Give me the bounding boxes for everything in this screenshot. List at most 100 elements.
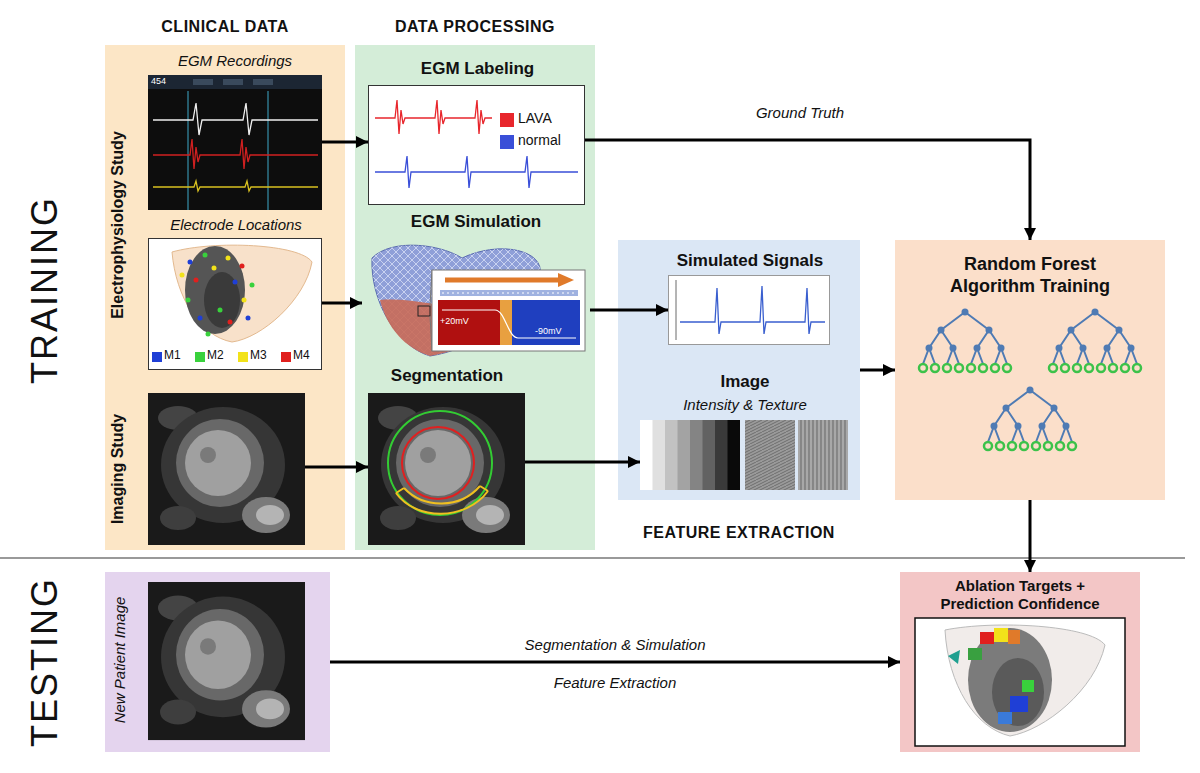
- simulation-heart: [440, 290, 578, 296]
- panel-fill: [105, 572, 330, 752]
- egm-screenshot: [153, 181, 318, 191]
- legend-swatch: [500, 113, 514, 127]
- electrode-heart: [198, 316, 203, 321]
- legend-text: M4: [293, 348, 310, 362]
- node-title: New Patient Image: [111, 597, 129, 724]
- egm-label-traces: [368, 85, 585, 205]
- screen-counter: 454: [151, 76, 181, 87]
- image-features: [715, 420, 728, 490]
- electrode-heart: [204, 272, 240, 328]
- feature-extraction-panel: FEATURE EXTRACTIONSimulated SignalsImage…: [618, 240, 860, 500]
- electrode-heart: [206, 332, 211, 337]
- image-features: [690, 420, 703, 490]
- flow-arrow: [322, 141, 368, 144]
- image-features: [665, 420, 678, 490]
- ablation-map: [980, 632, 994, 644]
- panel-fill: [105, 45, 1165, 752]
- random-forest-panel: Random Forest Algorithm Training: [895, 240, 1165, 500]
- egm-screenshot: [188, 91, 189, 210]
- electrode-heart: [240, 264, 245, 269]
- egm-recording-image: EGM Recordings: [148, 75, 322, 210]
- edge-label: Feature Extraction: [495, 674, 735, 692]
- simulation-heart: [372, 245, 585, 356]
- egm-screenshot: [223, 79, 243, 85]
- electrode-heart: [250, 283, 255, 288]
- image-features: [728, 420, 741, 490]
- flow-arrow: [322, 302, 362, 305]
- electrode-heart: [228, 320, 233, 325]
- mri-image: [148, 582, 305, 740]
- flow-arrow: [305, 466, 368, 469]
- electrode-heart: [185, 246, 245, 334]
- mri-image: [148, 393, 305, 545]
- legend-swatch: [195, 352, 205, 362]
- simulated-signal: [668, 275, 830, 345]
- panel-fill: [895, 240, 1165, 500]
- segmentation-image: [388, 411, 492, 515]
- simulated-signal: [676, 280, 677, 340]
- flow-arrow: [1029, 500, 1032, 572]
- electrode-heart: [233, 280, 238, 285]
- egm-label-traces: [375, 156, 578, 188]
- egm-screenshot: [148, 75, 322, 89]
- flow-arrow: [330, 661, 900, 664]
- electrode-heart: [246, 316, 251, 321]
- node-title: Simulated Signals: [639, 251, 861, 271]
- panel-fill: [105, 45, 345, 550]
- node-title: Segmentation: [346, 366, 548, 386]
- image-features: [678, 420, 691, 490]
- new-patient-panel: New Patient Image: [105, 572, 330, 752]
- node-title: Image: [640, 372, 850, 392]
- electrode-heart: [180, 253, 255, 337]
- random-forest-trees: [1049, 309, 1141, 373]
- image-features: [640, 420, 848, 490]
- legend-swatch: [500, 135, 514, 149]
- simulation-heart: [418, 306, 430, 316]
- legend-text: LAVA: [518, 110, 552, 127]
- flow-arrow: [590, 309, 668, 312]
- egm-simulation-figure: EGM Simulation: [362, 240, 590, 360]
- random-forest-trees: [919, 309, 1011, 373]
- electrode-heart: [226, 256, 231, 261]
- ablation-map: [945, 625, 1105, 736]
- egm-screenshot: [153, 139, 318, 169]
- image-features: [640, 420, 653, 490]
- egm-screenshot: [148, 75, 322, 210]
- simulation-heart: [442, 293, 576, 294]
- image-features: [703, 420, 716, 490]
- egm-label-traces: [368, 85, 585, 205]
- image-features: [653, 420, 666, 490]
- mri-image-box: Imaging Study: [148, 393, 305, 545]
- egm-screenshot: [193, 79, 213, 85]
- segmentation-image: [368, 393, 525, 545]
- image-features: [745, 420, 795, 490]
- ablation-map: [992, 658, 1044, 726]
- mri-image: [148, 582, 305, 740]
- ablation-targets-panel: Ablation Targets + Prediction Confidence: [900, 572, 1140, 752]
- edge-label: Segmentation & Simulation: [495, 636, 735, 654]
- simulated-signal: [680, 286, 825, 334]
- electrode-heart: [218, 308, 223, 313]
- image-feature-figure: ImageIntensity & Texture: [640, 372, 850, 492]
- divider-line: [0, 557, 1185, 559]
- egm-screenshot: [148, 75, 322, 210]
- node-title: DATA PROCESSING: [355, 17, 595, 36]
- flow-arrow: [585, 140, 1030, 240]
- section-label: TESTING: [23, 577, 66, 747]
- potential-label: -90mV: [535, 326, 575, 337]
- edge-label: Ground Truth: [720, 104, 880, 122]
- electrode-heart: [148, 238, 322, 370]
- node-title: Electrode Locations: [129, 216, 343, 234]
- legend-swatch: [281, 352, 291, 362]
- simulation-heart: [558, 273, 574, 287]
- random-forest-trees: [919, 309, 1141, 451]
- random-forest-trees: [984, 387, 1076, 451]
- segmentation-image: [368, 393, 525, 545]
- ablation-map: [1022, 680, 1034, 692]
- legend-swatch: [238, 352, 248, 362]
- node-title: CLINICAL DATA: [105, 17, 345, 36]
- electrode-heart: [148, 238, 322, 370]
- node-title: FEATURE EXTRACTION: [588, 523, 890, 542]
- electrode-heart: [212, 266, 217, 271]
